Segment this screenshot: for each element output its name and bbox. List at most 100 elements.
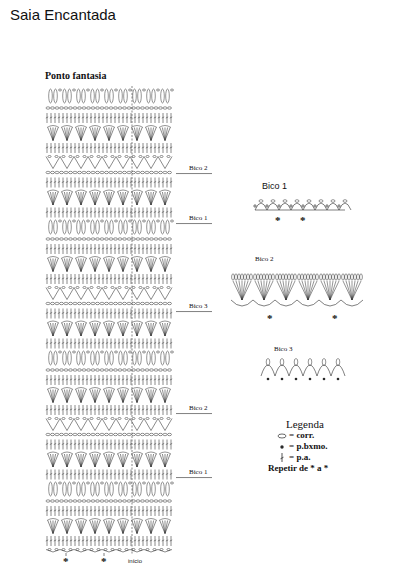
petal-stitch: [49, 351, 53, 365]
petal-stitch: [110, 482, 114, 496]
double-crochet: [159, 208, 160, 218]
double-crochet: [142, 211, 144, 212]
double-crochet: [111, 375, 112, 385]
petal-stitch: [166, 351, 170, 365]
chain-stitch: [76, 418, 79, 420]
double-crochet: [142, 540, 144, 541]
fan-stitch: [64, 259, 67, 272]
fan-arc: [61, 388, 73, 390]
fan-stitch: [81, 192, 86, 205]
petal-stitch: [235, 274, 238, 280]
picot-arc: [255, 203, 267, 210]
double-crochet: [126, 443, 128, 444]
double-crochet: [134, 278, 136, 279]
chain-stitch: [153, 549, 156, 551]
double-crochet: [98, 211, 100, 212]
fan-stitch: [95, 192, 100, 205]
double-crochet: [86, 510, 88, 511]
double-crochet: [114, 211, 116, 212]
double-crochet: [94, 443, 96, 444]
petal-stitch: [313, 274, 316, 280]
chain-stitch: [153, 287, 156, 289]
petal-stitch: [105, 351, 109, 365]
double-crochet: [91, 440, 92, 450]
double-crochet: [151, 375, 152, 385]
chain-stitch: [136, 107, 140, 109]
chain-stitch: [154, 171, 158, 173]
double-crochet: [159, 405, 160, 415]
repeat-mark: *: [275, 214, 281, 227]
petal-stitch: [133, 220, 137, 234]
double-crochet: [62, 211, 64, 212]
double-crochet: [54, 473, 56, 474]
double-crochet: [142, 342, 144, 343]
petal-stitch: [161, 482, 165, 496]
double-crochet: [122, 147, 124, 148]
double-crochet: [67, 506, 68, 516]
fan-stitch: [160, 521, 165, 534]
double-crochet: [115, 506, 116, 516]
double-crochet: [82, 117, 84, 118]
fan-stitch: [151, 454, 154, 467]
double-crochet: [150, 211, 152, 212]
double-crochet: [74, 211, 76, 212]
chain-stitch: [127, 500, 131, 502]
petal-stitch: [266, 359, 270, 366]
petal-stitch: [54, 482, 58, 496]
double-crochet: [102, 379, 104, 380]
double-crochet: [86, 342, 88, 343]
double-crochet: [86, 117, 88, 118]
double-crochet: [74, 473, 76, 474]
petal-stitch: [124, 220, 128, 234]
double-crochet: [62, 540, 64, 541]
double-crochet: [159, 113, 160, 123]
fan-stitch: [106, 323, 109, 336]
chain-stitch: [87, 302, 91, 304]
double-crochet: [122, 510, 124, 511]
fan-stitch: [134, 323, 137, 336]
double-crochet: [78, 379, 80, 380]
double-crochet: [142, 181, 144, 182]
chain-stitch: [62, 156, 65, 158]
chain-stitch: [139, 287, 142, 289]
double-crochet: [54, 409, 56, 410]
legend-symbol: [281, 453, 284, 462]
petal-stitch: [68, 89, 72, 103]
chain-stitch: [105, 500, 109, 502]
double-crochet: [99, 178, 100, 188]
petal-stitch: [282, 274, 285, 280]
chain-stitch: [104, 418, 107, 420]
fan-stitch: [134, 128, 137, 141]
petal-stitch: [133, 482, 137, 496]
double-crochet: [118, 342, 120, 343]
chain-stitch: [105, 302, 109, 304]
chain-stitch: [114, 238, 118, 240]
double-crochet: [146, 248, 148, 249]
double-crochet: [142, 473, 144, 474]
fan-stitch: [78, 454, 81, 467]
double-crochet: [51, 440, 52, 450]
fan-stitch: [109, 390, 112, 403]
petal-stitch: [254, 274, 257, 280]
double-crochet: [155, 244, 156, 254]
double-crochet: [94, 147, 96, 148]
chain-stitch: [96, 302, 100, 304]
petal-stitch: [308, 359, 312, 366]
double-crochet: [83, 506, 84, 516]
fan-stitch: [67, 454, 70, 467]
chain-stitch: [87, 351, 90, 353]
double-crochet: [158, 510, 160, 511]
petal-stitch: [138, 220, 142, 234]
fan-stitch: [53, 192, 56, 205]
petal-stitch: [232, 274, 235, 280]
chain-stitch: [307, 200, 311, 203]
double-crochet: [71, 405, 72, 415]
chain-stitch: [127, 238, 131, 240]
chain-stitch: [105, 107, 109, 109]
double-crochet: [95, 536, 96, 546]
chain-stitch: [76, 287, 79, 289]
fan-stitch: [165, 390, 170, 403]
double-crochet: [59, 405, 60, 415]
double-crochet: [123, 506, 124, 516]
chain-stitch: [123, 171, 127, 173]
